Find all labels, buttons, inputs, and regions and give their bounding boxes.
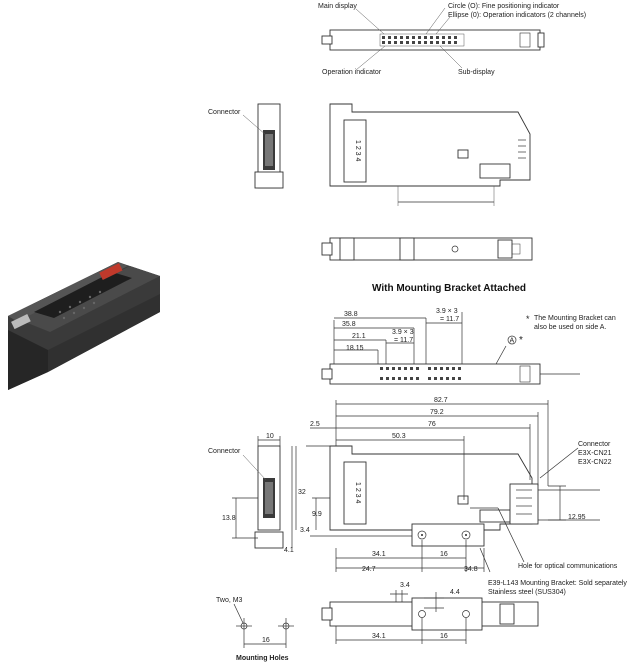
dim-38-8: 38.8 [344,311,358,318]
bracket-note-line2: also be used on side A. [534,324,606,331]
dim-9-9: 9.9 [312,511,322,518]
side-view-bracket: 1 2 3 4 [295,397,627,596]
end-view-bottom: Connector 10 13.8 4.1 [208,433,294,554]
dim-50-3: 50.3 [392,433,406,440]
connector-label-bottom: Connector [208,448,241,455]
cn21-label: E3X-CN21 [578,450,612,457]
pin-numbers: 1 2 3 4 [354,140,361,162]
dim-24-7: 24.7 [362,566,376,573]
dim-18-15: 18.15 [346,345,364,352]
top-view: Main display Circle (O): Fine positionin… [318,3,586,76]
dim-4-1: 4.1 [284,547,294,554]
operation-indicator-label: Operation indicator [322,69,382,76]
end-view-top: Connector [208,103,284,189]
dim-76: 76 [428,421,436,428]
dim-11-7-mid: = 11.7 [394,337,413,344]
dim-79-2: 79.2 [430,409,444,416]
side-a-marker: A [510,338,515,345]
top-view-bracket: 38.8 35.8 21.1 18.15 3.9 × 3 = 11.7 3.9 … [321,308,616,385]
bracket-spec-line2: Stainless steel (SUS304) [488,589,566,596]
connector-label-top: Connector [208,109,241,116]
cn22-label: E3X-CN22 [578,459,612,466]
dim-2-5: 2.5 [310,421,320,428]
dim-3-9x3-mid: 3.9 × 3 [392,329,414,336]
dim-13-8: 13.8 [222,515,236,522]
dim-3-4-b: 3.4 [400,582,410,589]
sub-display-label: Sub-display [458,69,495,76]
dim-34-8: 34.8 [464,566,478,573]
dim-21-1: 21.1 [352,333,366,340]
bracket-section-title: With Mounting Bracket Attached [372,283,526,294]
main-display-label: Main display [318,3,357,10]
dim-16-b: 16 [440,633,448,640]
dim-4-4: 4.4 [450,589,460,596]
bracket-note-line1: The Mounting Bracket can [534,315,616,322]
product-photo [8,262,160,390]
bracket-spec-line1: E39-L143 Mounting Bracket: Sold separate… [488,580,627,587]
dim-82-7: 82.7 [434,397,448,404]
bottom-view-top [321,237,533,261]
dim-12-95: 12.95 [568,514,586,521]
side-a-asterisk: * [519,335,523,346]
connector-label-right: Connector [578,441,611,448]
dim-16-holes: 16 [262,637,270,644]
optical-hole-label: Hole for optical communications [518,563,618,570]
dim-32: 32 [298,489,306,496]
dim-3-4: 3.4 [300,527,310,534]
ellipse-indicator-label: Ellipse (0): Operation indicators (2 cha… [448,12,586,19]
dim-16: 16 [440,551,448,558]
circle-indicator-label: Circle (O): Fine positioning indicator [448,3,560,10]
bottom-view-bracket: 3.4 4.4 34.1 16 [321,582,539,644]
dim-3-9x3-top: 3.9 × 3 [436,308,458,315]
dim-35-8: 35.8 [342,321,356,328]
dim-10: 10 [266,433,274,440]
mounting-holes-label: Mounting Holes [236,655,289,662]
dim-11-7-top: = 11.7 [440,316,459,323]
two-m3-label: Two, M3 [216,597,243,604]
mounting-holes: Two, M3 16 Mounting Holes [216,597,294,662]
dim-34-1-b: 34.1 [372,633,386,640]
pin-numbers-b: 1 2 3 4 [354,482,361,504]
note-asterisk: * [526,314,530,324]
dim-34-1: 34.1 [372,551,386,558]
side-view-top: 1 2 3 4 [329,103,531,206]
